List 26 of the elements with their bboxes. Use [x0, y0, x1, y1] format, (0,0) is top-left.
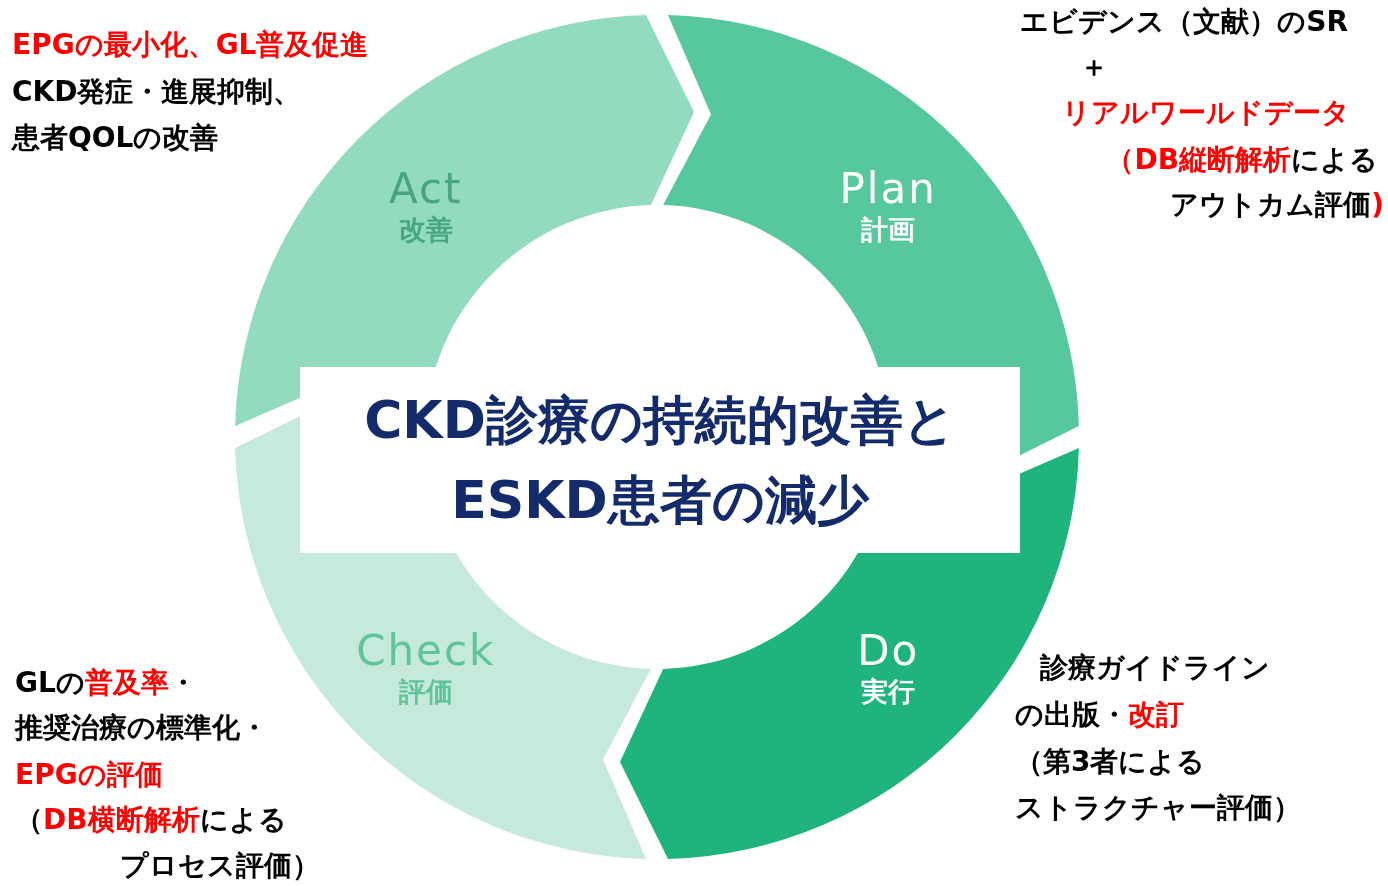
annotation-text: （DB縦断解析による [1106, 142, 1378, 178]
phase-subtitle: 実行 [860, 675, 917, 710]
phase-title: Check [356, 627, 496, 676]
phase-subtitle: 改善 [397, 212, 454, 247]
annotation-text: の出版・改訂 [1015, 697, 1184, 733]
phase-title: Do [857, 627, 920, 676]
phase-subtitle: 計画 [860, 212, 917, 247]
annotation-text: ＋ [1080, 49, 1108, 85]
annotation-text: 診療ガイドライン [1040, 650, 1270, 686]
annotation-text: 患者QOLの改善 [12, 120, 219, 156]
annotation-text: EPGの評価 [15, 757, 163, 793]
annotation-text: ストラクチャー評価） [1015, 790, 1301, 826]
annotation-text: （第3者による [1015, 744, 1206, 780]
annotation-text: リアルワールドデータ [1062, 95, 1350, 131]
phase-title: Act [389, 164, 463, 213]
annotation-text: CKD発症・進展抑制、 [12, 74, 302, 110]
goal-banner: CKD診療の持続的改善とESKD患者の減少 [300, 367, 1020, 553]
annotation-text: アウトカム評価) [1170, 187, 1384, 223]
annotation-text: エビデンス（文献）のSR [1020, 4, 1348, 40]
annotation-text: EPGの最小化、GL普及促進 [12, 27, 369, 63]
phase-title: Plan [839, 164, 937, 213]
annotation-text: プロセス評価） [120, 848, 320, 884]
annotation-text: （DB横断解析による [15, 802, 287, 838]
phase-subtitle: 評価 [397, 675, 454, 710]
annotation-text: 推奨治療の標準化・ [15, 710, 268, 746]
annotation-text: GLの普及率・ [15, 665, 197, 701]
